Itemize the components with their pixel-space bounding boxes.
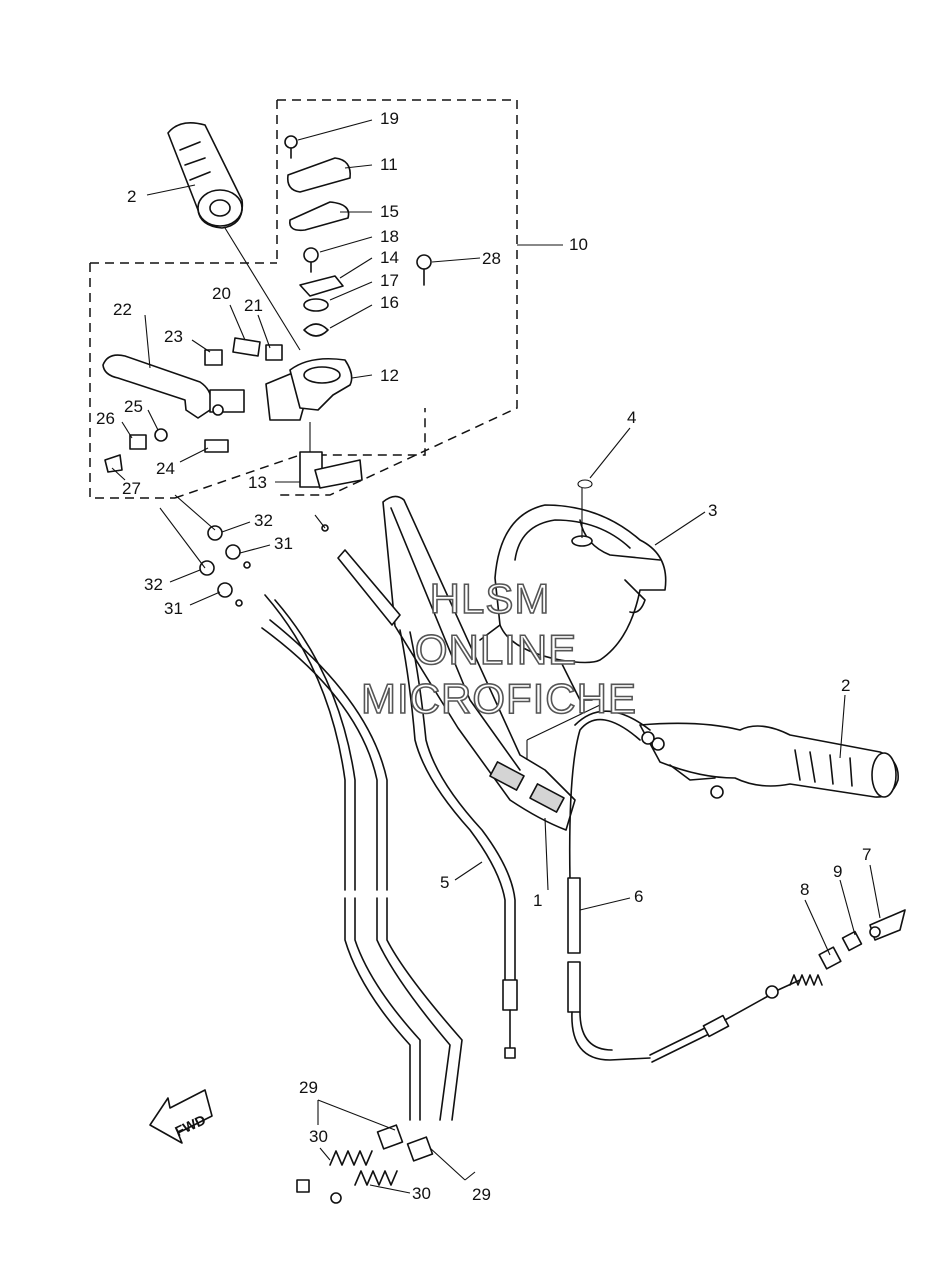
callout-6: 6 xyxy=(634,887,643,906)
callout-10: 10 xyxy=(569,235,588,254)
callout-4: 4 xyxy=(627,408,636,427)
callout-20: 20 xyxy=(212,284,231,303)
callout-14: 14 xyxy=(380,248,399,267)
callout-12: 12 xyxy=(380,366,399,385)
callout-3: 3 xyxy=(708,501,717,520)
callout-17: 17 xyxy=(380,271,399,290)
callout-15: 15 xyxy=(380,202,399,221)
callout-2-left-grip: 2 xyxy=(127,187,136,206)
watermark-line-1: HLSM xyxy=(430,575,551,622)
callout-23: 23 xyxy=(164,327,183,346)
watermark: HLSM ONLINE MICROFICHE xyxy=(360,574,637,723)
callout-30-lower: 30 xyxy=(412,1184,431,1203)
callout-2-right-grip: 2 xyxy=(841,676,850,695)
perch-parts xyxy=(284,135,432,337)
callout-24: 24 xyxy=(156,459,175,478)
callout-8: 8 xyxy=(800,880,809,899)
callout-32-upper: 32 xyxy=(254,511,273,530)
callout-21: 21 xyxy=(244,296,263,315)
throttle-cable xyxy=(567,710,665,1061)
assembly-box-lever xyxy=(89,262,426,499)
callout-7: 7 xyxy=(862,845,871,864)
fwd-arrow-icon: FWD xyxy=(149,1089,213,1144)
callout-labels: 1 2 2 3 4 5 6 7 8 9 10 11 12 13 14 15 16… xyxy=(96,109,871,1204)
callout-26: 26 xyxy=(96,409,115,428)
callout-13: 13 xyxy=(248,473,267,492)
callout-32-lower: 32 xyxy=(144,575,163,594)
callout-29-upper: 29 xyxy=(299,1078,318,1097)
callout-28: 28 xyxy=(482,249,501,268)
right-grip xyxy=(639,722,899,799)
clutch-cable xyxy=(321,524,518,1059)
callout-16: 16 xyxy=(380,293,399,312)
assembly-box-10 xyxy=(276,99,518,496)
callout-29-lower: 29 xyxy=(472,1185,491,1204)
callout-5: 5 xyxy=(440,873,449,892)
left-grip xyxy=(167,122,244,229)
callout-27: 27 xyxy=(122,479,141,498)
callout-25: 25 xyxy=(124,397,143,416)
handlebar-cover xyxy=(479,504,667,701)
watermark-line-3: MICROFICHE xyxy=(361,675,637,722)
callout-31-upper: 31 xyxy=(274,534,293,553)
callout-9: 9 xyxy=(833,862,842,881)
callout-22: 22 xyxy=(113,300,132,319)
callout-11: 11 xyxy=(380,155,398,174)
callout-30-upper: 30 xyxy=(309,1127,328,1146)
leader-lines xyxy=(111,119,881,1194)
brake-cables xyxy=(199,525,463,1204)
callout-1: 1 xyxy=(533,891,542,910)
handlebar xyxy=(382,495,576,831)
adjuster-cable xyxy=(649,909,906,1063)
watermark-line-2: ONLINE xyxy=(415,626,577,673)
callout-19: 19 xyxy=(380,109,399,128)
clutch-lever xyxy=(102,337,363,489)
callout-31-lower: 31 xyxy=(164,599,183,618)
callout-18: 18 xyxy=(380,227,399,246)
